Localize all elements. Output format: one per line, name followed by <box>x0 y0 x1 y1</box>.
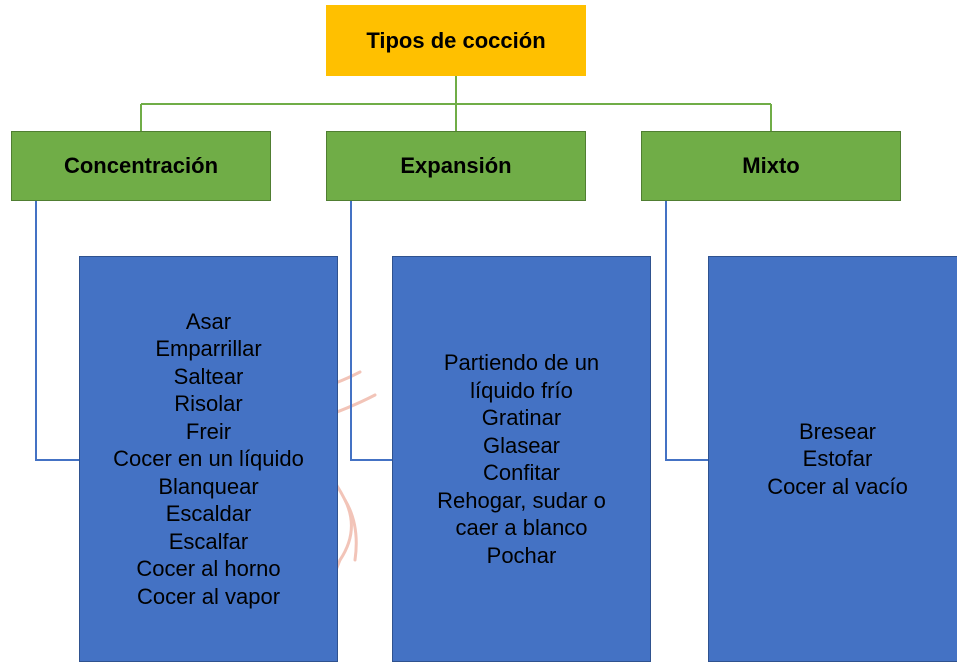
method-item: Escalfar <box>168 528 249 554</box>
method-item: Confitar <box>482 460 561 485</box>
method-item: Freir <box>185 418 232 444</box>
methods-list-expansion: Partiendo de un líquido frío Gratinar Gl… <box>392 256 651 662</box>
method-item: Gratinar <box>481 405 562 430</box>
method-item: Bresear <box>798 418 877 444</box>
method-item: Estofar <box>802 446 873 472</box>
method-item: caer a blanco <box>455 515 588 540</box>
method-item: Emparrillar <box>155 336 262 362</box>
category-concentracion: Concentración <box>11 131 271 201</box>
method-item: Cocer al horno <box>136 556 281 582</box>
root-label: Tipos de cocción <box>366 27 546 53</box>
method-item: Rehogar, sudar o <box>437 487 606 513</box>
method-item: Glasear <box>482 432 561 458</box>
category-label: Mixto <box>742 153 800 178</box>
category-label: Expansión <box>400 153 512 178</box>
method-item: Cocer al vapor <box>136 583 281 609</box>
method-item: Asar <box>185 308 232 334</box>
method-item: Pochar <box>486 542 557 568</box>
methods-list-concentracion: Asar Emparrillar Saltear Risolar Freir C… <box>79 256 338 662</box>
method-item: Risolar <box>174 391 243 417</box>
methods-list-mixto: Bresear Estofar Cocer al vacío <box>708 256 957 662</box>
method-item: líquido frío <box>470 377 573 403</box>
method-item: Blanquear <box>158 473 259 499</box>
root-node: Tipos de cocción <box>326 5 586 76</box>
method-item: Cocer al vacío <box>767 473 908 499</box>
method-item: Cocer en un líquido <box>113 446 304 472</box>
category-label: Concentración <box>63 153 219 178</box>
blue-connectors <box>35 201 708 461</box>
category-expansion: Expansión <box>326 131 586 201</box>
method-item: Escaldar <box>165 501 252 527</box>
method-item: Saltear <box>173 363 244 389</box>
green-connectors <box>140 76 772 131</box>
category-mixto: Mixto <box>641 131 901 201</box>
method-item: Partiendo de un <box>443 350 600 375</box>
